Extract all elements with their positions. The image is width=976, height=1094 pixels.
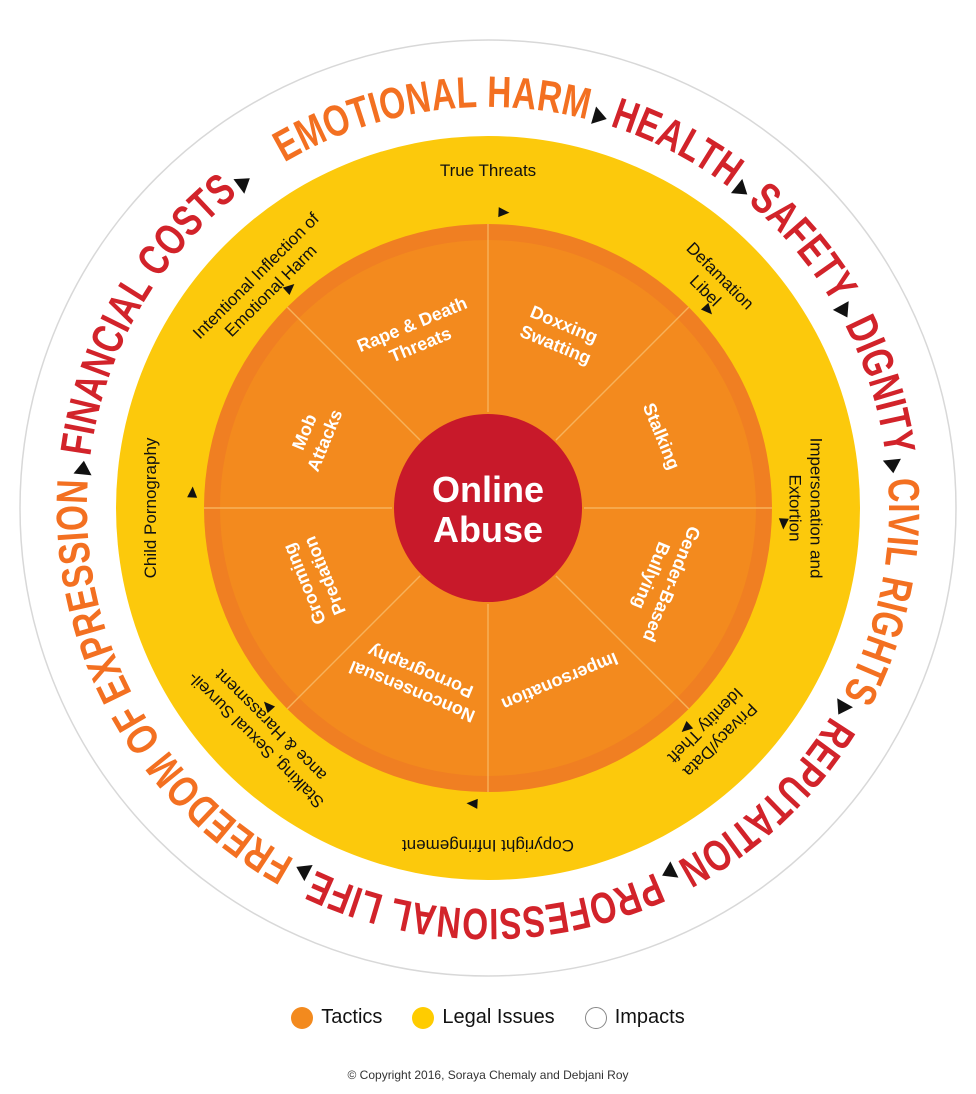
legend-swatch-tactics [291,1006,314,1029]
impact-separator-icon: ▶ [881,453,908,479]
legal-issue-arrow [282,283,295,296]
tactic-divider [555,306,690,441]
legend-label-tactics: Tactics [321,1006,383,1028]
legend-label-legal-issues: Legal Issues [442,1006,555,1028]
tactic-divider [555,575,690,710]
legal-issue-arrow [187,486,198,498]
legal-issue-arrow [498,207,510,218]
legal-issue-label-line: Impersonation and [807,438,826,579]
online-abuse-wheel: DoxxingSwattingStalkingGender-BasedBully… [19,39,957,977]
center-label-line1: Online [432,469,544,510]
legal-issue-label: Child Pornography [141,437,160,578]
tactic-divider [286,306,421,441]
legal-issue-arrow [466,798,478,809]
impact-separator-icon: ▶ [68,454,95,480]
legend-swatch-impacts [584,1006,607,1029]
legal-issue-arrow [263,701,276,714]
center-label-line2: Abuse [433,509,543,550]
legal-issue-label-line: Child Pornography [141,437,160,578]
legal-issue-label-line: Copyright Infringement [402,836,574,855]
online-abuse-center [394,414,582,602]
legal-issue-arrow [681,720,694,733]
tactic-divider [286,575,421,710]
legal-issue-label: True Threats [440,161,536,180]
legal-issue-label-line: True Threats [440,161,536,180]
legal-issue-arrows [187,207,789,809]
legal-issue-label-line: Extortion [786,474,805,541]
legend: Tactics Legal Issues Impacts [0,1006,976,1029]
legal-issue-arrow [700,302,713,315]
legend-item-impacts: Impacts [584,1006,685,1029]
legal-issue-arrow [778,518,789,530]
legend-item-tactics: Tactics [291,1006,382,1029]
legend-item-legal-issues: Legal Issues [412,1006,555,1029]
legend-swatch-legal-issues [412,1006,435,1029]
copyright-notice: © Copyright 2016, Soraya Chemaly and Deb… [347,1068,629,1082]
legend-label-impacts: Impacts [614,1006,685,1028]
tactic-dividers [204,224,772,792]
legal-issue-label: Copyright Infringement [402,836,574,855]
